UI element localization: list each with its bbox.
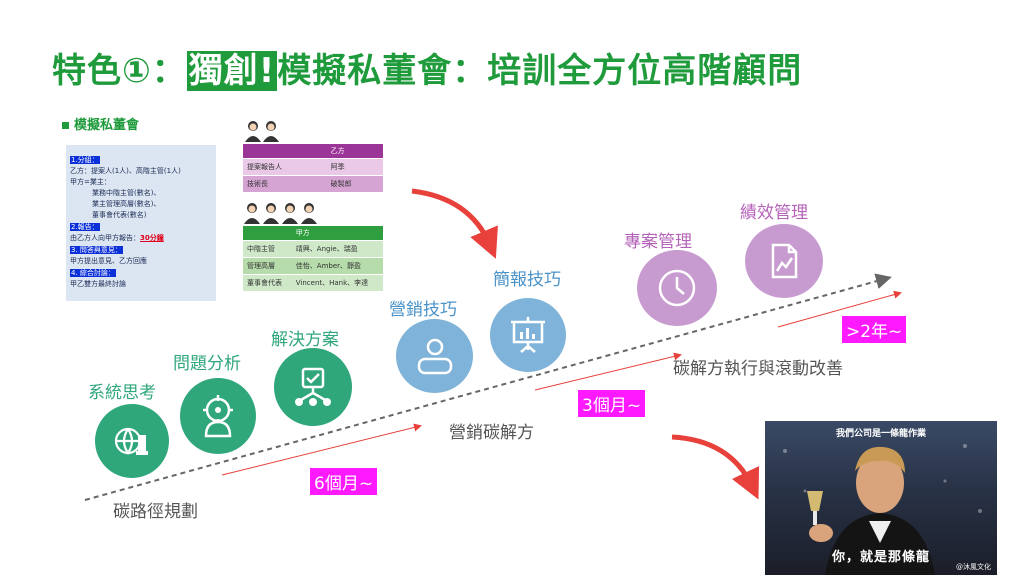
- curved-arrow-top: [411, 188, 498, 259]
- systems-thinking-circle: [95, 404, 169, 478]
- table-row: 中階主管靖興、Angie、瑞盈: [243, 240, 383, 258]
- phase-arrow-1: [221, 423, 422, 476]
- person-laptop-icon: [417, 338, 452, 375]
- table-party-b: 乙方 提案報告人阿季 技術長破製郎: [243, 144, 383, 193]
- performance-management-circle: [745, 224, 823, 298]
- marketing-circle: [396, 319, 473, 393]
- globe-tower-icon: [114, 427, 148, 455]
- table-header: 甲方: [291, 226, 383, 241]
- people-group-icon: [244, 203, 317, 224]
- meme-watermark: @沐風文化: [956, 563, 991, 571]
- three-months-tag: 3個月~: [578, 390, 646, 417]
- panel-line: 甲方=業主：: [70, 178, 111, 186]
- marketing-label: 營銷技巧: [389, 300, 457, 320]
- phase-arrow-3: [777, 290, 902, 328]
- checklist-network-icon: [295, 367, 331, 406]
- clock-icon: [658, 269, 696, 307]
- phase-arrow-2: [534, 352, 682, 391]
- panel-line: 董事會代表(數名): [92, 211, 147, 219]
- panel-line: 乙方：提案人(1人)、高階主管(1人): [70, 167, 181, 175]
- panel-line: 業務中階主管(數名)、: [92, 189, 161, 197]
- performance-management-label: 績效管理: [740, 203, 808, 223]
- presentation-board-icon: [511, 317, 545, 353]
- panel-line: 業主管理高層(數名)、: [92, 200, 161, 208]
- presentation-circle: [490, 298, 566, 372]
- meme-bottom-caption: 你，就是那條龍: [831, 550, 930, 565]
- problem-analysis-label: 問題分析: [173, 354, 241, 374]
- main-dashed-arrow: [84, 273, 892, 501]
- six-months-tag: 6個月~: [310, 468, 378, 495]
- panel-line: 甲乙雙方最終討論: [70, 280, 126, 288]
- solution-label: 解決方案: [271, 330, 339, 350]
- project-management-label: 專案管理: [624, 232, 692, 252]
- panel-line: 由乙方人向甲方報告：30分鐘: [70, 234, 164, 242]
- bullet-square-icon: [62, 122, 69, 129]
- rules-panel: 1.分組： 乙方：提案人(1人)、高階主管(1人) 甲方=業主： 業務中階主管(…: [66, 145, 216, 301]
- title-prefix: 特色①：: [52, 51, 187, 91]
- target-person-icon: [203, 395, 233, 438]
- people-group-icon: [245, 121, 279, 142]
- page-title: 特色①：獨創!模擬私董會：培訓全方位高階顧問: [52, 48, 802, 94]
- mini-slide-title: 模擬私董會: [62, 114, 139, 133]
- carbon-path-label: 碳路徑規劃: [113, 502, 198, 522]
- project-management-circle: [637, 250, 717, 326]
- solution-circle: [274, 348, 352, 426]
- table-party-a: 甲方 中階主管靖興、Angie、瑞盈 管理高層佳怡、Amber、靜盈 董事會代表…: [243, 226, 383, 292]
- systems-thinking-label: 系統思考: [88, 383, 156, 403]
- report-chart-icon: [771, 243, 798, 279]
- meme-top-caption: 我們公司是一條龍作業: [835, 429, 926, 439]
- man-toasting-illustration: [783, 444, 982, 575]
- title-highlight: 獨創!: [186, 51, 278, 91]
- title-suffix: 模擬私董會：培訓全方位高階顧問: [277, 51, 803, 91]
- curved-arrow-bottom: [671, 434, 760, 500]
- table-row: 管理高層佳怡、Amber、靜盈: [243, 257, 383, 275]
- table-row: 技術長破製郎: [243, 175, 383, 193]
- presentation-label: 簡報技巧: [493, 270, 561, 290]
- panel-line: 2.報告：: [70, 223, 100, 231]
- two-years-tag: >2年~: [842, 316, 907, 343]
- problem-analysis-circle: [180, 378, 256, 454]
- panel-line: 3. 問答與意見：: [70, 246, 123, 254]
- panel-line: 甲方提出意見、乙方回應: [70, 257, 147, 265]
- execution-label: 碳解方執行與滾動改善: [673, 359, 843, 379]
- table-row: 提案報告人阿季: [243, 158, 383, 176]
- marketing-plan-label: 營銷碳解方: [449, 423, 534, 443]
- table-header: 乙方: [326, 144, 383, 159]
- panel-line: 4. 綜合討論：: [70, 269, 116, 277]
- meme-image: 我們公司是一條龍作業 你，就是那條龍 @沐風文化: [765, 421, 997, 575]
- panel-line: 1.分組：: [70, 156, 100, 164]
